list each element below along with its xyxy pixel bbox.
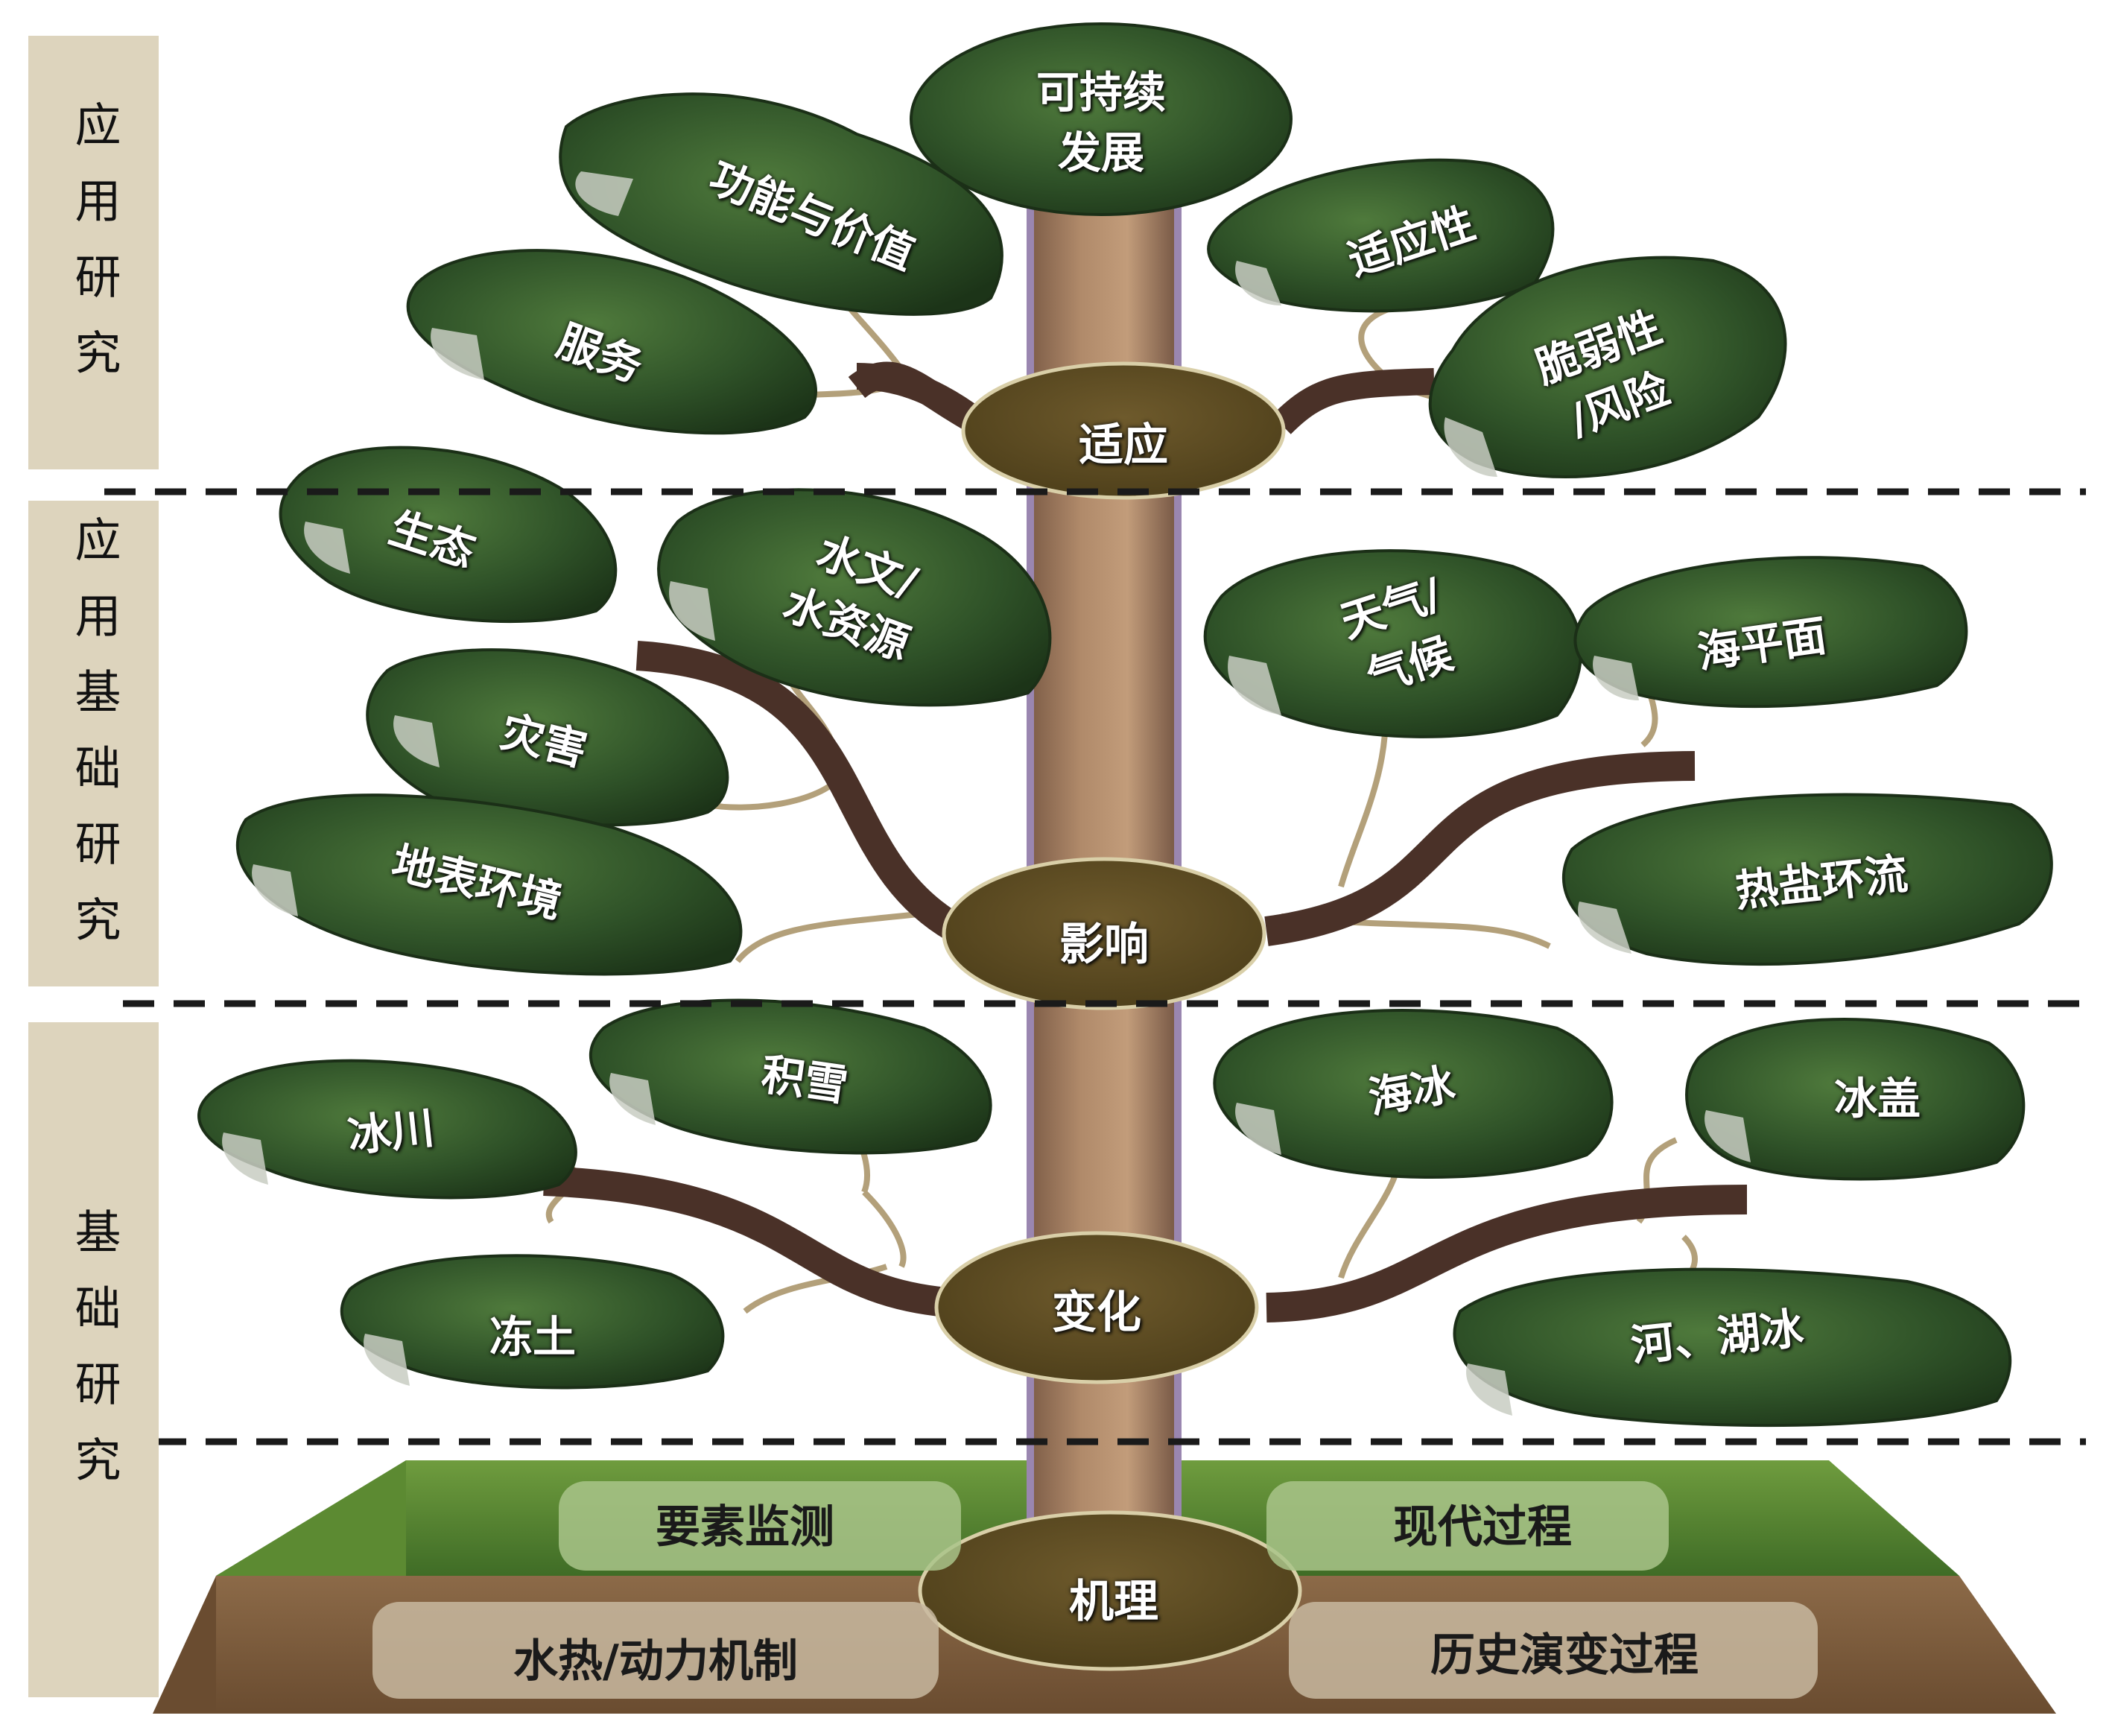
branch-low-left bbox=[543, 1166, 969, 1319]
sidebar-applied-research: 应用研究 bbox=[28, 36, 159, 469]
leaf-ice-sheet bbox=[1685, 1017, 2026, 1181]
node-change-shape bbox=[934, 1231, 1259, 1384]
node-impact-label: 影响 bbox=[1059, 919, 1149, 971]
soil-left-slope bbox=[153, 1576, 216, 1714]
sidebar-applied-basic-research: 应用基础研究 bbox=[28, 501, 159, 986]
leaf-label-ice-sheet: 冰盖 bbox=[1833, 1073, 1921, 1124]
leaf-label-glacier: 冰川 bbox=[345, 1102, 437, 1162]
ground-box-hydro bbox=[372, 1602, 939, 1699]
branch-mid-right bbox=[1264, 751, 1696, 946]
ground-box-monitoring bbox=[559, 1481, 961, 1571]
soil-left-edge bbox=[216, 1460, 406, 1576]
ground-box-modern bbox=[1266, 1481, 1669, 1571]
top-goal-label: 可持续 发展 bbox=[1036, 66, 1167, 178]
ground-label-monitoring: 要素监测 bbox=[656, 1501, 834, 1553]
branch-top-right bbox=[1272, 368, 1435, 434]
leaf-top-goal bbox=[910, 22, 1293, 216]
node-change-label: 变化 bbox=[1052, 1287, 1141, 1339]
leaf-label-frozen-soil: 冻土 bbox=[489, 1311, 577, 1363]
ground-label-history: 历史演变过程 bbox=[1430, 1629, 1699, 1682]
leaf-river-lake-ice bbox=[1453, 1267, 2012, 1428]
leaf-surface bbox=[235, 793, 743, 976]
leaves bbox=[197, 22, 2053, 1428]
node-mechanism-shape bbox=[918, 1510, 1302, 1671]
trunk-nodes bbox=[918, 361, 1302, 1671]
leaf-hydrology bbox=[657, 488, 1052, 707]
node-adapt-shape bbox=[961, 361, 1286, 500]
sidebar-basic-research: 基础研究 bbox=[28, 1022, 159, 1697]
ground-label-modern-process: 现代过程 bbox=[1393, 1501, 1572, 1553]
leaf-disaster bbox=[366, 648, 729, 827]
node-mechanism-label: 机理 bbox=[1069, 1576, 1158, 1628]
ground-box-history bbox=[1289, 1602, 1818, 1699]
sidebar-label: 基础研究 bbox=[66, 1208, 121, 1512]
layer-separators bbox=[104, 488, 2086, 1445]
sidebar-label: 应用基础研究 bbox=[66, 516, 121, 972]
node-adapt-label: 适应 bbox=[1079, 419, 1168, 472]
leaf-function-value bbox=[559, 92, 1003, 316]
leaf-label-snow: 积雪 bbox=[758, 1048, 852, 1112]
branch-low-right bbox=[1266, 1185, 1748, 1322]
sidebar-label: 应用研究 bbox=[66, 101, 121, 405]
ground-label-hydrothermal: 水热/动力机制 bbox=[513, 1635, 798, 1688]
branches bbox=[543, 361, 1748, 1322]
branch-mid-left bbox=[635, 641, 968, 945]
node-impact-shape bbox=[942, 857, 1266, 1010]
leaf-highlights bbox=[222, 171, 1751, 1416]
